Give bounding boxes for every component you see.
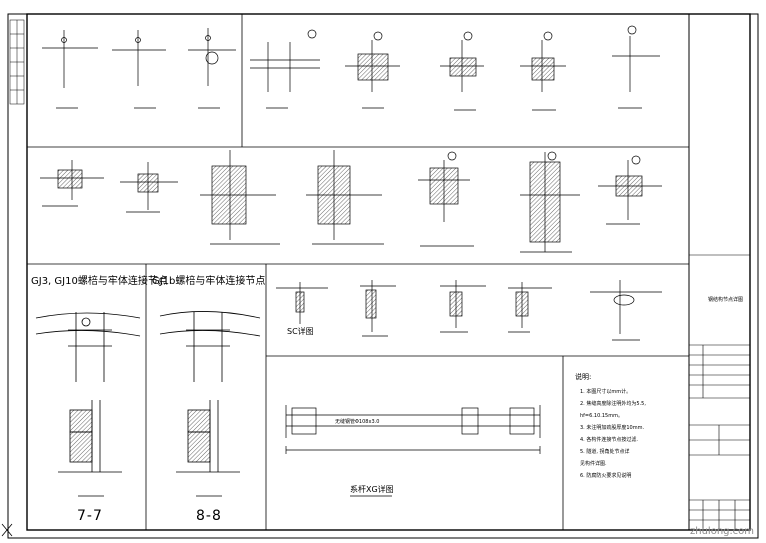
- section-title-gj3: GJ3, GJ10螺棓与牢体连接节点: [31, 276, 168, 287]
- left-bottom-details: [35, 311, 261, 497]
- note-item: 见构件详图.: [580, 461, 607, 467]
- right-bottom-details: [276, 280, 662, 341]
- top-left-details: [42, 28, 236, 109]
- notes-list: 1. 本图尺寸以mm计。 2. 焦缝高度除注明外均为5.5, hf=6.10.1…: [580, 386, 684, 482]
- xg-beam-detail: [285, 405, 541, 497]
- ground-corner-mark: [1, 523, 13, 537]
- drawing-name: 钢结构节点详图: [708, 297, 744, 303]
- middle-details: [40, 150, 662, 253]
- note-item: 4. 各构件连接节点按过滤.: [580, 437, 638, 443]
- note-item: 1. 本图尺寸以mm计。: [580, 389, 632, 395]
- title-block: [689, 254, 750, 530]
- section-cut-7-7: 7-7: [77, 508, 103, 524]
- xg-detail-title: 系杆XG详图: [350, 485, 394, 494]
- note-item: 2. 焦缝高度除注明外均为5.5,: [580, 401, 646, 407]
- sheet-frames: [7, 13, 759, 539]
- binding-strip: [9, 19, 25, 105]
- xg-pipe-label: 无缝钢管Φ108x3.0: [335, 419, 380, 425]
- note-item: hf=6.10.15mm。: [580, 413, 623, 419]
- top-right-details: [250, 25, 660, 111]
- notes-heading: 说明:: [575, 373, 592, 381]
- sc-detail-label: SC详图: [287, 327, 314, 336]
- section-title-gj1b: GJ1b螺棓与牢体连接节点: [152, 276, 266, 287]
- section-cut-8-8: 8-8: [196, 508, 222, 524]
- note-item: 5. 隧道, 拐角处节点详: [580, 449, 630, 455]
- note-item: 3. 未注明加劲股厚度10mm.: [580, 425, 645, 431]
- note-item: 6. 防腐防火要求见说明: [580, 473, 632, 479]
- watermark: zhulong.com: [690, 526, 755, 537]
